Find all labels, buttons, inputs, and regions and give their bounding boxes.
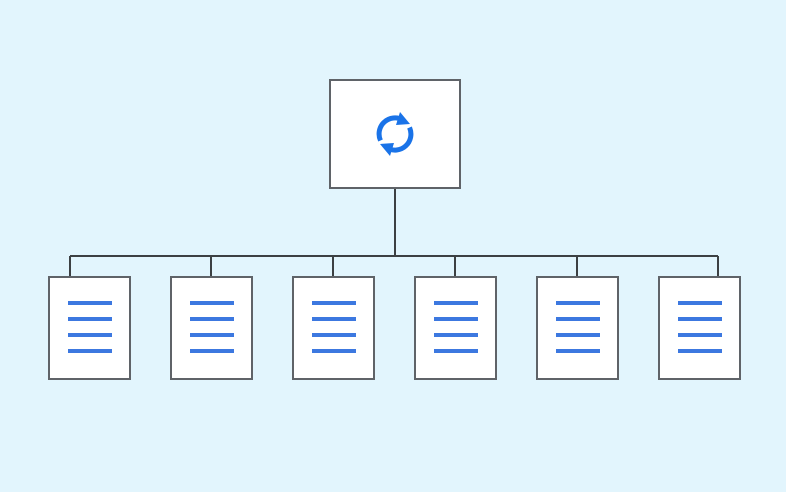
document-lines-icon xyxy=(312,301,356,353)
document-box-3 xyxy=(292,276,375,380)
sync-hub-box xyxy=(329,79,461,189)
document-lines-icon xyxy=(678,301,722,353)
document-lines-icon xyxy=(68,301,112,353)
document-box-1 xyxy=(48,276,131,380)
document-lines-icon xyxy=(190,301,234,353)
document-box-5 xyxy=(536,276,619,380)
document-box-2 xyxy=(170,276,253,380)
document-box-4 xyxy=(414,276,497,380)
document-box-6 xyxy=(658,276,741,380)
sync-icon xyxy=(376,112,414,156)
document-lines-icon xyxy=(434,301,478,353)
document-lines-icon xyxy=(556,301,600,353)
